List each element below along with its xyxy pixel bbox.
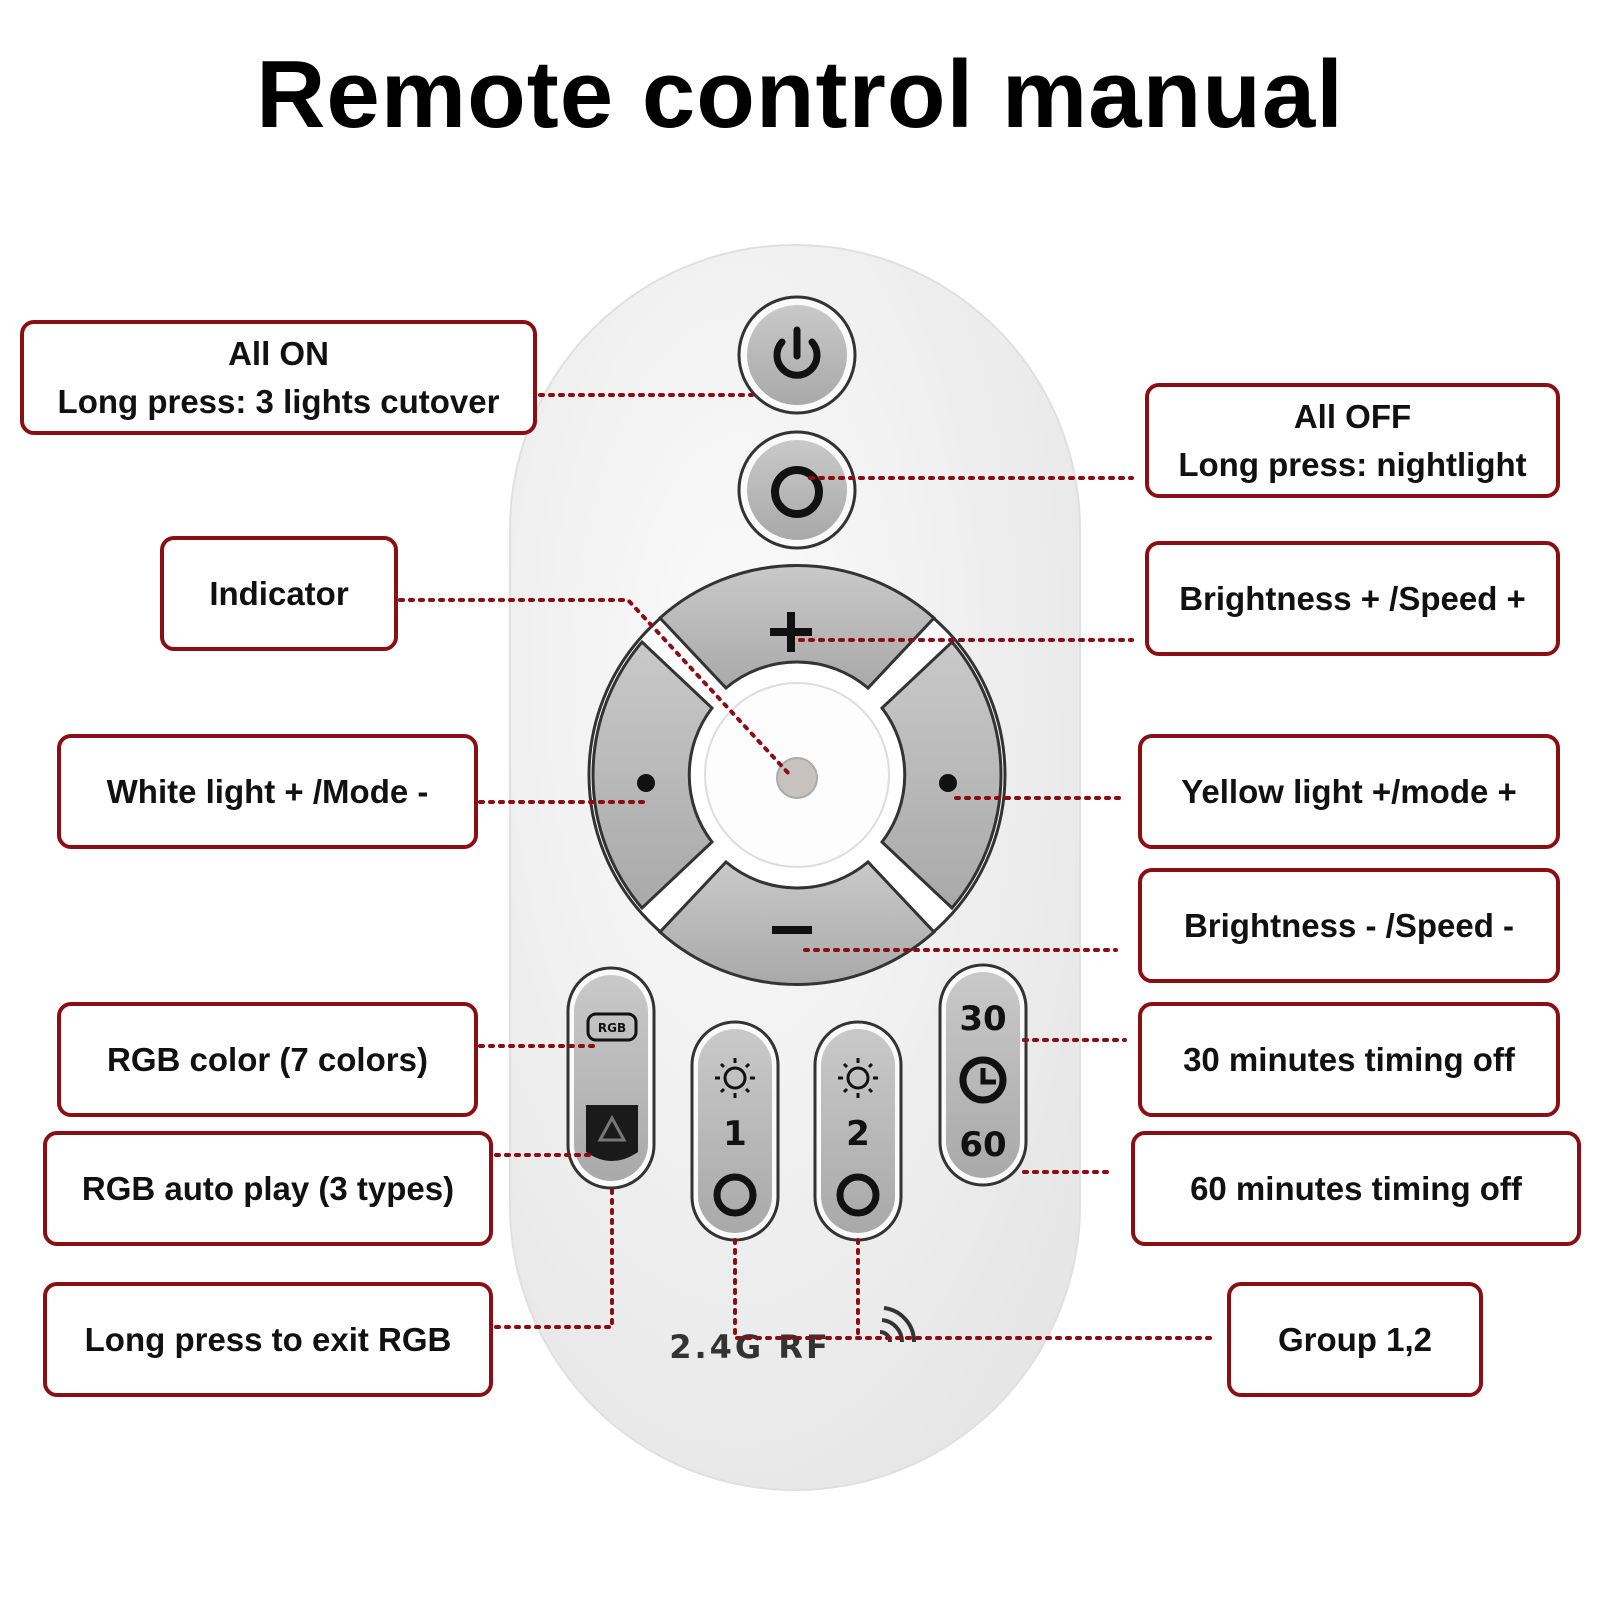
leader-lines [388,393,1212,1340]
leader-indicator [388,598,792,777]
callout-rgb-color-text: RGB color (7 colors) [107,1040,428,1078]
group-2-pill: 2 [813,1020,903,1242]
timer-pill: 30 60 [938,963,1028,1187]
group-1-off-button[interactable] [713,1173,757,1217]
recycle-icon [586,1105,638,1161]
dpad [587,563,1007,987]
timer-60-button[interactable]: 60 [959,1125,1006,1165]
group-1-pill: 1 [690,1020,780,1242]
callout-timer-60-text: 60 minutes timing off [1190,1169,1522,1207]
callout-rgb-auto: RGB auto play (3 types) [43,1131,493,1246]
group-2-number: 2 [846,1114,870,1154]
clock-icon [959,1056,1007,1104]
sun-icon [715,1058,755,1098]
callout-yellow-light-text: Yellow light +/mode + [1181,772,1517,810]
callout-exit-rgb: Long press to exit RGB [43,1282,493,1397]
power-icon [773,338,821,379]
callout-indicator: Indicator [160,536,398,651]
all-off-button[interactable] [737,430,857,550]
callout-indicator-text: Indicator [209,574,349,612]
callout-group-text: Group 1,2 [1277,1320,1433,1358]
rgb-cycle-icon [586,1012,638,1042]
callout-brightness-up-text: Brightness + /Speed + [1179,579,1526,617]
callout-brightness-down-text: Brightness - /Speed - [1183,906,1515,944]
rgb-pill: RGB [566,966,656,1190]
callout-rgb-auto-text: RGB auto play (3 types) [81,1169,455,1207]
group-2-off-button[interactable] [836,1173,880,1217]
callout-all-on-detail: Long press: 3 lights cutover [57,382,500,420]
page-title: Remote control manual [256,41,1344,148]
group-1-number: 1 [723,1114,747,1154]
callout-timer-30-text: 30 minutes timing off [1183,1040,1515,1078]
callout-white-light-text: White light + /Mode - [106,772,429,810]
brand-label: 2.4G RF [669,1328,831,1366]
callout-rgb-color: RGB color (7 colors) [57,1002,478,1117]
callout-all-off-title: All OFF [1293,397,1412,435]
leader-group [733,1238,1212,1340]
rgb-auto-play-button[interactable] [586,1105,638,1161]
callout-yellow-light: Yellow light +/mode + [1138,734,1560,849]
off-ring-icon [771,466,823,518]
callout-exit-rgb-text: Long press to exit RGB [84,1320,452,1358]
brightness-up-button[interactable] [657,563,937,691]
leader-exit-rgb [484,1183,614,1329]
indicator-light [776,757,818,799]
brightness-down-button[interactable] [657,859,937,987]
plus-icon [770,612,812,652]
all-on-button[interactable] [737,295,857,415]
white-light-dot-icon [637,774,655,792]
callout-all-on-title: All ON [228,334,329,372]
timer-30-button[interactable]: 30 [959,999,1006,1039]
rgb-icon-text: RGB [598,1021,626,1035]
callout-white-light: White light + /Mode - [57,734,478,849]
sun-icon [838,1058,878,1098]
white-light-button[interactable] [591,639,715,911]
yellow-light-dot-icon [939,774,957,792]
callout-timer-60: 60 minutes timing off [1131,1131,1581,1246]
callout-all-on: All ON Long press: 3 lights cutover [20,320,537,435]
callout-timer-30: 30 minutes timing off [1138,1002,1560,1117]
callout-all-off: All OFF Long press: nightlight [1145,383,1560,498]
callout-all-off-detail: Long press: nightlight [1178,445,1527,483]
wireless-signal-icon [879,1306,917,1343]
callout-brightness-up: Brightness + /Speed + [1145,541,1560,656]
callout-brightness-down: Brightness - /Speed - [1138,868,1560,983]
callout-group: Group 1,2 [1227,1282,1483,1397]
yellow-light-button[interactable] [879,639,1003,911]
rgb-color-button[interactable]: RGB [586,1012,638,1042]
